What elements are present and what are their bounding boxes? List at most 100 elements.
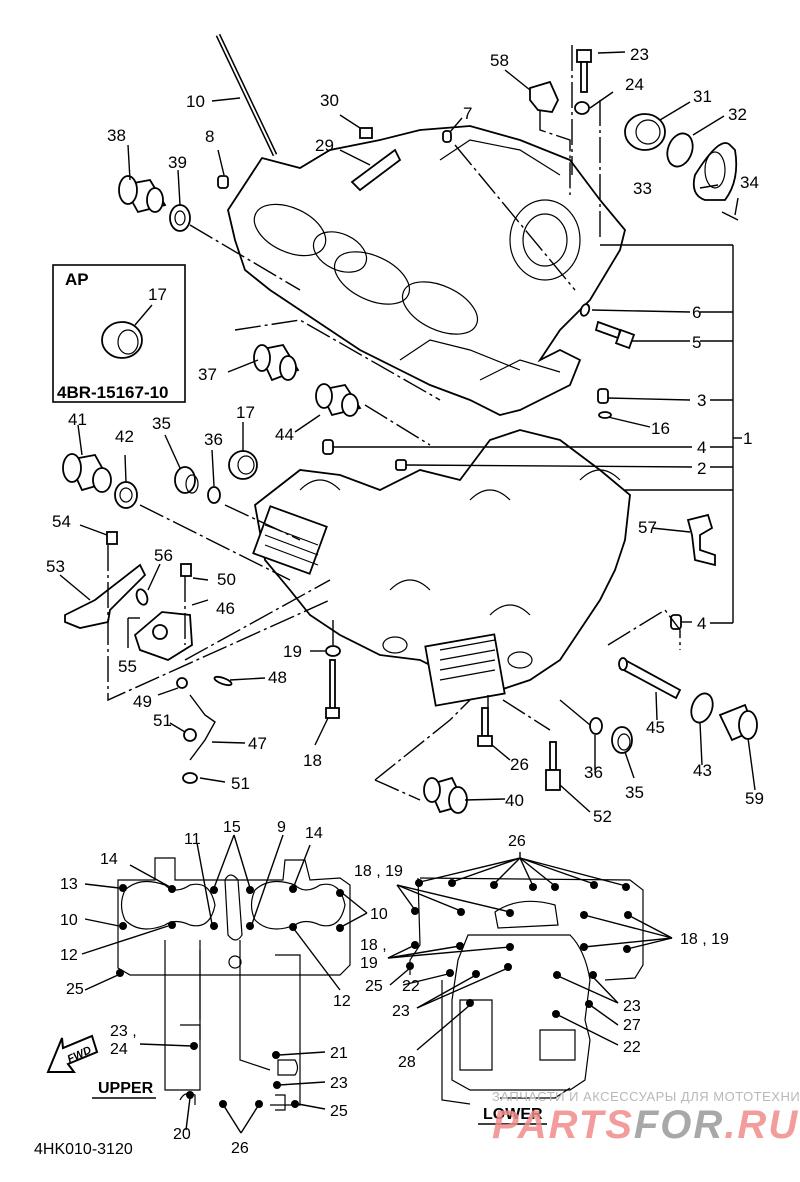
callout-53: 53 — [46, 557, 65, 576]
callout-18: 18 — [303, 751, 322, 770]
callout-26: 26 — [510, 755, 529, 774]
upper-callout-20: 20 — [173, 1126, 191, 1143]
callout-24: 24 — [625, 75, 644, 94]
callout-50: 50 — [217, 570, 236, 589]
lower-callout-18-19c-a: 18 , — [360, 937, 387, 954]
part-37-bushing — [253, 343, 300, 382]
watermark-brand-ru: .RU — [724, 1103, 799, 1147]
callout-32: 32 — [728, 105, 747, 124]
part-3-dowel — [597, 388, 609, 404]
part-49-o-ring — [176, 677, 188, 689]
callout-58: 58 — [490, 51, 509, 70]
leader-lines — [59, 45, 756, 813]
part-52-sensor — [545, 741, 561, 791]
part-43-oil-seal — [690, 692, 714, 724]
part-57-bracket — [686, 513, 716, 567]
svg-text:PARTSFOR.RU: PARTSFOR.RU — [492, 1103, 799, 1147]
part-50-screw — [180, 563, 192, 577]
callout-17: 17 — [236, 403, 255, 422]
callout-47: 47 — [248, 734, 267, 753]
callout-6: 6 — [692, 303, 701, 322]
callout-35: 35 — [152, 414, 171, 433]
callout-39: 39 — [168, 153, 187, 172]
callout-55: 55 — [118, 657, 137, 676]
callout-56: 56 — [154, 546, 173, 565]
upper-callout-14a: 14 — [100, 851, 118, 868]
part-45-pipe — [618, 657, 682, 700]
upper-callout-25b: 25 — [330, 1103, 348, 1120]
callout-45: 45 — [646, 718, 665, 737]
callout-40: 40 — [505, 791, 524, 810]
upper-view-label: UPPER — [98, 1080, 154, 1097]
upper-callout-14b: 14 — [305, 825, 323, 842]
upper-callout-25a: 25 — [66, 981, 84, 998]
lower-callout-26: 26 — [508, 833, 526, 850]
callout-4b: 4 — [697, 614, 706, 633]
part-23-bolt — [576, 49, 592, 93]
part-48-pin — [213, 675, 233, 687]
callout-4: 4 — [697, 438, 706, 457]
upper-callout-12b: 12 — [333, 993, 351, 1010]
part-40-bushing — [423, 776, 468, 814]
part-31-plug — [624, 113, 666, 151]
part-35-plug-a — [174, 466, 199, 494]
lower-view-label: LOWER — [483, 1106, 543, 1123]
part-44-bushing — [315, 383, 362, 417]
part-5-fitting — [594, 320, 636, 350]
part-30-bolt — [359, 127, 373, 139]
lower-callout-25: 25 — [365, 978, 383, 995]
part-7-dowel — [442, 130, 452, 143]
callout-44: 44 — [275, 425, 294, 444]
callout-54: 54 — [52, 512, 71, 531]
callout-5: 5 — [692, 333, 701, 352]
lower-callout-28: 28 — [398, 1054, 416, 1071]
lower-callout-18-19b: 18 , 19 — [680, 931, 729, 948]
part-53-lever — [64, 563, 147, 629]
inset-part-code: 4BR-15167-10 — [57, 383, 169, 402]
callout-51b: 51 — [231, 774, 250, 793]
part-16-o-ring — [598, 411, 612, 419]
callout-59: 59 — [745, 789, 764, 808]
lower-callout-23a: 23 — [392, 1003, 410, 1020]
part-29-bracket — [350, 148, 402, 192]
callout-10: 10 — [186, 92, 205, 111]
callout-33: 33 — [633, 179, 652, 198]
callout-3: 3 — [697, 391, 706, 410]
upper-callout-13: 13 — [60, 876, 78, 893]
part-19-washer — [325, 645, 341, 657]
part-34-screw — [721, 211, 739, 221]
part-33-plate — [692, 142, 738, 201]
upper-callout-10a: 10 — [60, 912, 78, 929]
callout-46: 46 — [216, 599, 235, 618]
upper-callout-12a: 12 — [60, 947, 78, 964]
inset-title: AP — [65, 270, 89, 289]
watermark-brand-parts: PARTS — [492, 1103, 634, 1147]
callout-52: 52 — [593, 807, 612, 826]
part-47-pipe — [189, 694, 216, 761]
part-4-dowel-b — [670, 614, 682, 630]
part-2-dowel — [395, 459, 407, 471]
upper-callout-23-24a: 23 , — [110, 1023, 137, 1040]
lower-callout-22b: 22 — [623, 1039, 641, 1056]
callout-34: 34 — [740, 173, 759, 192]
callout-41: 41 — [68, 410, 87, 429]
part-51-nut-b — [182, 772, 198, 784]
lower-callout-22a: 22 — [402, 978, 420, 995]
upper-callout-23: 23 — [330, 1075, 348, 1092]
part-17-oil-seal — [228, 450, 258, 480]
part-54-screw — [106, 531, 118, 545]
callout-36b: 36 — [584, 763, 603, 782]
part-6-o-ring — [579, 303, 591, 317]
inset-oil-seal-icon — [101, 321, 143, 359]
watermark: ЗАПЧАСТИ И АКСЕССУАРЫ ДЛЯ МОТОТЕХНИКИ PA… — [492, 1089, 800, 1147]
upper-callout-10b: 10 — [370, 906, 388, 923]
part-41-bushing — [62, 453, 112, 493]
fwd-arrow-icon: FWD — [46, 1034, 99, 1073]
callout-29: 29 — [315, 136, 334, 155]
callout-49: 49 — [133, 692, 152, 711]
part-38-bushing — [118, 175, 167, 214]
upper-callout-15: 15 — [223, 819, 241, 836]
callout-43: 43 — [693, 761, 712, 780]
callout-38: 38 — [107, 126, 126, 145]
